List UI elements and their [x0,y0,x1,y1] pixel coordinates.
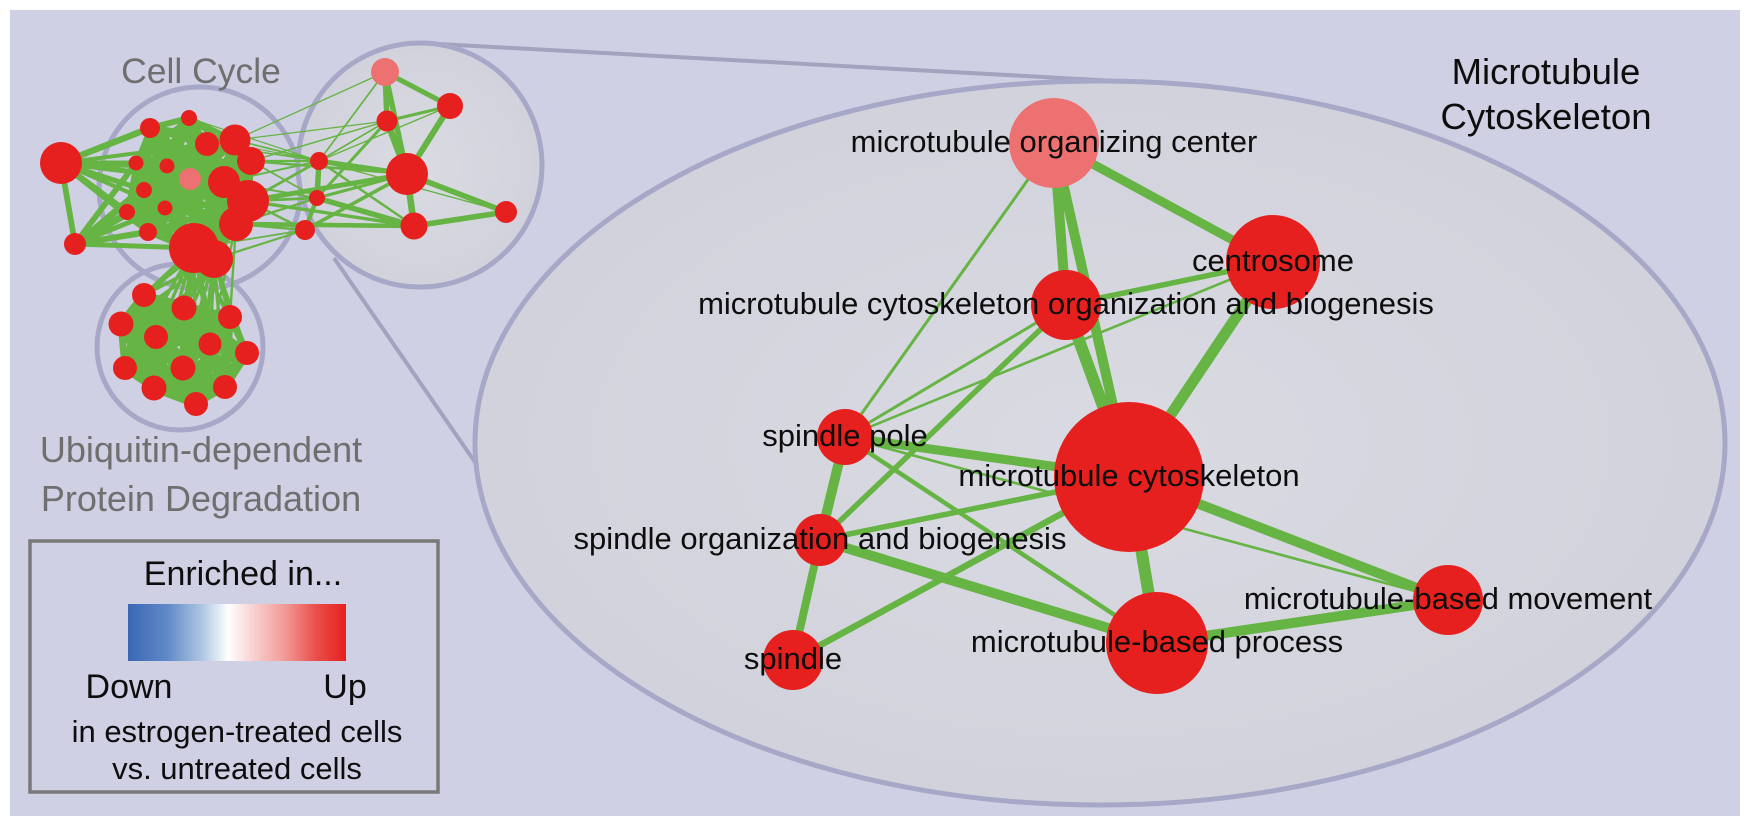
cell-cycle-node [179,168,201,190]
zoom-node-sob [794,514,846,566]
cell-cycle-node [136,182,152,198]
cell-cycle-node [139,223,157,241]
microtubule-small-edge [318,120,388,162]
cc-ubiquitin-edge [194,258,216,405]
cell-cycle-node [195,132,219,156]
cell-cycle-edge [60,142,208,165]
microtubule-small-edge [318,105,451,162]
cell-cycle-node [237,147,265,175]
ubiquitin-node [170,355,196,381]
cc-microtubule-edge [188,117,320,162]
legend-gradient-bar [128,604,346,661]
zoom-node-label-mt_cyto: microtubule cytoskeleton [958,458,1299,493]
cell-cycle-edge [146,142,209,234]
microtubule-small-node-mbp [400,212,428,240]
cc-ubiquitin-edge [212,258,227,388]
zoom-node-moc [1009,98,1099,188]
cell-cycle-node [159,158,175,174]
microtubule-small-node-sob [309,190,325,206]
zoom-view-edge [843,435,1159,645]
cc-microtubule-edge [234,120,388,141]
cell-cycle-edge [72,161,139,246]
microtubule-small-node-moc [371,58,399,86]
cell-cycle-node [128,155,144,171]
ubiquitin-node [171,295,197,321]
cell-cycle-node [40,142,82,184]
cc-microtubule-edge [223,160,320,183]
ubiquitin-node [184,392,208,416]
ubiquitin-node [108,311,134,337]
cell-cycle-node [140,118,160,138]
zoom-view-edge [844,303,1067,439]
zoom-view-edge [818,303,1068,542]
cell-cycle-node [219,124,251,156]
ubiquitin-node [218,305,242,329]
cell-cycle-node [119,204,135,220]
cell-cycle-edge [134,116,191,165]
cc-microtubule-edge [247,171,408,204]
cell-cycle-node [195,240,233,278]
cc-microtubule-edge [235,221,415,229]
legend-box [28,539,440,794]
microtubule-small-node-mcob [376,110,398,132]
zoom-node-label-spindle_pole: spindle pole [762,418,927,453]
zoom-callout-line-1 [419,41,1191,87]
zoom-node-label-spindle: spindle [744,641,842,676]
ubiquitin-node [141,375,167,401]
cell-cycle-node [181,110,197,126]
legend-caption-line1: in estrogen-treated cells [72,714,403,749]
ubiquitin-node [132,283,156,307]
microtubule-small-edge [318,159,415,228]
ubiquitin-node [213,375,237,399]
microtubule-small-edge [316,195,415,229]
ubiquitin-node [113,356,137,380]
zoom-node-label-mbm: microtubule-based movement [1244,581,1653,616]
zoom-node-mcob [1031,270,1101,340]
ubiquitin-title-line2: Protein Degradation [41,478,361,519]
zoom-view-edge [843,142,1056,438]
cc-ubiquitin-edge [152,258,216,389]
zoom-node-mbp [1106,592,1208,694]
cc-microtubule-edge [250,120,388,162]
microtubule-title-line1: Microtubule [1452,51,1641,92]
zoom-node-mbm [1413,565,1483,635]
microtubule-small-edge [413,209,507,229]
cell-cycle-node [64,233,86,255]
zoom-node-centrosome [1226,215,1320,309]
cell-cycle-title: Cell Cycle [121,51,281,91]
cc-microtubule-edge [234,71,386,141]
microtubule-title-line2: Cytoskeleton [1441,96,1652,137]
microtubule-small-node-spindle [295,220,315,240]
zoom-node-label-centrosome: centrosome [1192,243,1354,278]
ubiquitin-node [144,325,168,349]
cell-cycle-node [219,207,253,241]
microtubule-small-edge [318,71,386,162]
cc-microtubule-edge [250,159,408,176]
zoom-node-label-mcob: microtubule cytoskeleton organization an… [698,286,1434,321]
zoom-view-edge [818,535,1159,648]
legend-down-label: Down [86,668,173,706]
microtubule-small-node-mt_cyto [386,153,428,195]
microtubule-small-node-mbm [495,201,517,223]
legend-up-label: Up [323,668,366,706]
zoom-node-label-moc: microtubule organizing center [851,124,1258,159]
zoom-node-mt_cyto [1054,402,1204,552]
legend-title: Enriched in... [144,555,342,593]
cc-ubiquitin-edge [208,223,238,345]
zoom-node-spindle_pole [817,409,873,465]
cc-microtubule-edge [247,199,415,228]
microtubule-small-node-centrosome [437,93,463,119]
zoom-node-label-sob: spindle organization and biogenesis [574,521,1067,556]
ubiquitin-title-line1: Ubiquitin-dependent [40,429,362,470]
microtubule-small-node-spindle_pole [310,152,328,170]
cc-ubiquitin-edge [123,257,216,370]
cell-cycle-node [157,200,173,216]
legend-caption-line2: vs. untreated cells [112,751,362,786]
zoom-view-edge [844,260,1274,439]
ubiquitin-node [235,341,259,365]
zoom-node-spindle [763,630,823,690]
ubiquitin-node [198,332,222,356]
zoom-node-label-mbp: microtubule-based process [971,624,1343,659]
